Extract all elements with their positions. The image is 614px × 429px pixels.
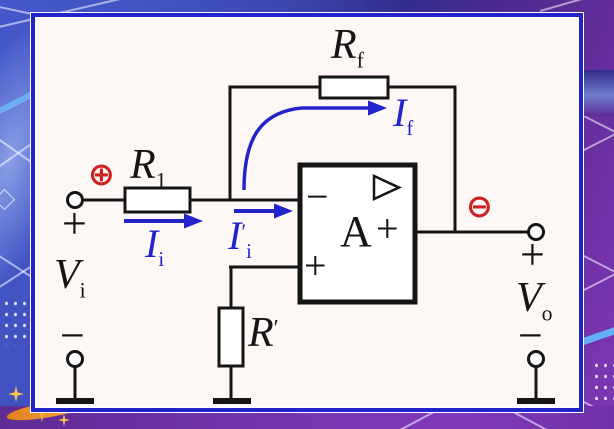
resistors [123, 75, 390, 368]
label-iiprime-mark: ′ [241, 219, 247, 245]
terminals [66, 191, 545, 368]
label-iiprime-sub: i [246, 240, 252, 263]
input-minus-sign: − [60, 311, 85, 360]
label-rf-sub: f [356, 48, 364, 73]
label-feedback-current: If [393, 93, 413, 140]
circled-minus-icon: ⊖ [466, 187, 493, 225]
output-plus-sign: + [520, 230, 545, 279]
opamp-gain-label: A [340, 207, 372, 256]
terminal-output-return [527, 350, 545, 368]
label-r1: R1 [130, 144, 167, 192]
label-opamp-input-current: I′i [228, 216, 252, 263]
label-rprime: R′ [248, 312, 279, 354]
resistor-rprime [217, 306, 245, 368]
input-plus-sign: + [62, 199, 87, 248]
resistor-rf [318, 75, 390, 100]
current-arrows [124, 100, 387, 229]
label-r1-sub: 1 [155, 168, 167, 193]
label-rprime-mark: ′ [273, 314, 279, 341]
label-iiprime-base: I [228, 213, 242, 258]
feedback-current-arrow [242, 106, 370, 191]
label-input-voltage: Vi [54, 254, 86, 302]
feedback-current-arrowhead [368, 100, 387, 116]
label-vi-sub: i [79, 278, 86, 303]
circled-plus-icon: ⊕ [88, 155, 115, 193]
opamp-noninverting-input-sign: + [304, 243, 327, 288]
opamp-input-current-arrowhead [274, 203, 293, 219]
label-ii-sub: i [158, 248, 165, 271]
label-rf-base: R [331, 22, 357, 68]
opamp-triangle-icon [372, 174, 402, 201]
label-rprime-base: R [248, 310, 274, 356]
label-vo-sub: o [541, 301, 553, 326]
label-ii-base: I [145, 221, 159, 266]
opamp-inverting-input-sign: − [306, 174, 329, 219]
opamp-output-sign: + [376, 206, 399, 251]
label-r1-base: R [130, 142, 156, 188]
label-vi-base: V [54, 252, 80, 298]
output-minus-sign: − [518, 311, 543, 360]
terminal-input [66, 191, 84, 209]
label-output-voltage: Vo [516, 277, 553, 325]
label-rf: Rf [331, 24, 364, 72]
input-current-arrowhead [184, 213, 203, 229]
terminal-output [527, 223, 545, 241]
label-if-base: I [393, 90, 407, 135]
resistor-r1 [123, 186, 192, 214]
label-vo-base: V [516, 275, 542, 321]
wires [73, 85, 538, 400]
label-input-current: Ii [145, 224, 164, 271]
label-if-sub: f [406, 117, 414, 140]
terminal-input-return [66, 350, 84, 368]
